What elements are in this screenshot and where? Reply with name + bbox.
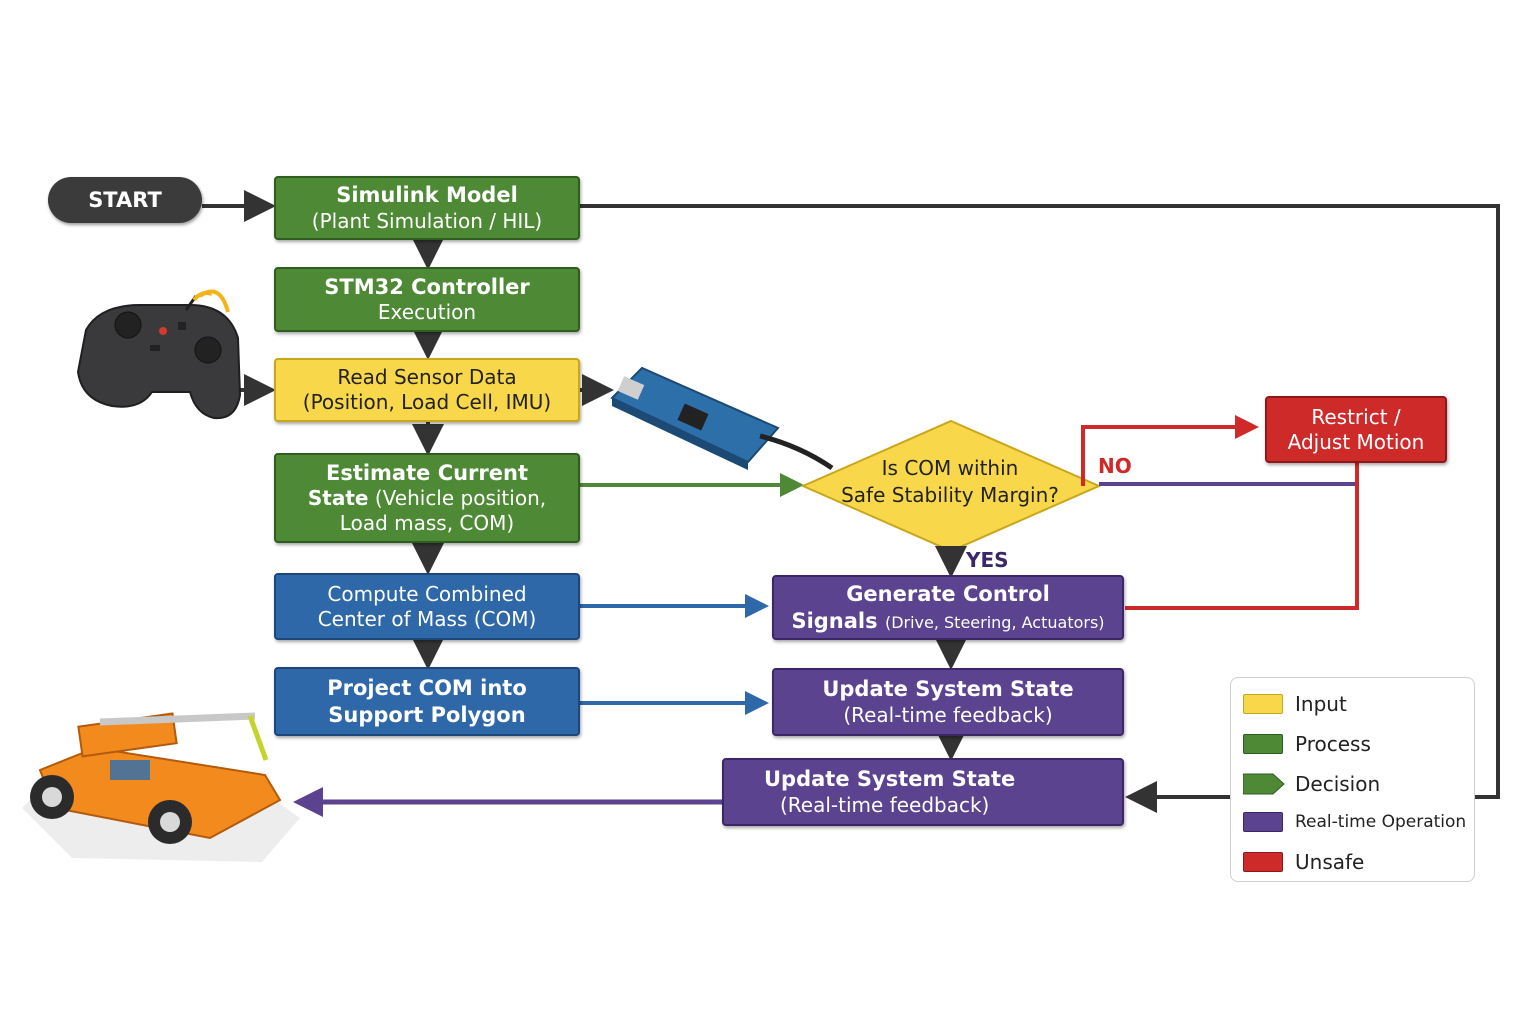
decision-line2: Safe Stability Margin? <box>841 483 1059 507</box>
update1-line2: (Real-time feedback) <box>843 702 1053 727</box>
legend: Input Process Decision Real-time Operati… <box>1230 677 1475 882</box>
generate-line2-rest: (Drive, Steering, Actuators) <box>884 612 1105 632</box>
update-state-node-2: Update System State (Real-time feedback) <box>722 758 1124 826</box>
estimate-line3: Load mass, COM) <box>339 511 515 536</box>
estimate-line1: Estimate Current <box>325 460 529 485</box>
robot-vehicle-illustration <box>22 712 300 862</box>
estimate-line2-rest: (Vehicle position, <box>374 486 547 511</box>
estimate-line2-bold: State <box>307 486 369 511</box>
estimate-state-node: Estimate Current State (Vehicle position… <box>274 453 580 543</box>
legend-swatch-input <box>1243 694 1283 714</box>
project-line1: Project COM into <box>327 676 527 701</box>
legend-item-process: Process <box>1243 732 1371 756</box>
legend-item-unsafe: Unsafe <box>1243 850 1364 874</box>
yes-label: YES <box>966 548 1009 572</box>
update-state-node-1: Update System State (Real-time feedback) <box>772 668 1124 736</box>
no-label: NO <box>1098 454 1132 478</box>
project-com-node: Project COM into Support Polygon <box>274 667 580 736</box>
generate-signals-node: Generate Control Signals (Drive, Steerin… <box>772 575 1124 640</box>
legend-label-decision: Decision <box>1295 772 1381 796</box>
start-label: START <box>88 188 162 212</box>
read-sensor-line2: (Position, Load Cell, IMU) <box>302 390 552 414</box>
legend-item-decision: Decision <box>1243 772 1380 796</box>
arrow-no-restrict <box>1081 415 1259 486</box>
legend-label-input: Input <box>1295 692 1347 716</box>
decision-line1: Is COM within <box>881 456 1019 480</box>
compute-line2: Center of Mass (COM) <box>317 606 537 631</box>
start-node: START <box>48 177 202 223</box>
generate-line2-bold: Signals <box>791 608 878 633</box>
legend-label-unsafe: Unsafe <box>1295 850 1365 874</box>
update1-line1: Update System State <box>822 677 1074 702</box>
compute-line1: Compute Combined <box>327 581 527 606</box>
generate-line1: Generate Control <box>846 582 1050 607</box>
read-sensor-node: Read Sensor Data (Position, Load Cell, I… <box>274 358 580 422</box>
stm32-line2: Execution <box>377 300 477 325</box>
legend-label-process: Process <box>1295 732 1371 756</box>
legend-item-realtime: Real-time Operation <box>1243 812 1466 832</box>
legend-swatch-process <box>1243 734 1283 754</box>
read-sensor-line1: Read Sensor Data <box>337 365 517 389</box>
legend-item-input: Input <box>1243 692 1347 716</box>
stm32-controller-node: STM32 Controller Execution <box>274 267 580 332</box>
simulink-subtitle: (Plant Simulation / HIL) <box>311 208 543 233</box>
legend-swatch-unsafe <box>1243 852 1283 872</box>
update2-line2: (Real-time feedback) <box>780 792 990 817</box>
gamepad-illustration <box>76 289 242 420</box>
microcontroller-illustration <box>610 366 834 471</box>
legend-label-realtime: Real-time Operation <box>1295 812 1467 832</box>
legend-swatch-decision <box>1243 773 1285 795</box>
restrict-motion-node: Restrict / Adjust Motion <box>1265 396 1447 463</box>
stm32-line1: STM32 Controller <box>324 274 530 299</box>
legend-swatch-realtime <box>1243 812 1283 832</box>
decision-label: Is COM within Safe Stability Margin? <box>820 455 1080 509</box>
simulink-model-node: Simulink Model (Plant Simulation / HIL) <box>274 176 580 240</box>
line-restrict-generate <box>1125 463 1359 610</box>
project-line2: Support Polygon <box>328 702 526 727</box>
update2-line1: Update System State <box>764 767 1016 792</box>
simulink-title: Simulink Model <box>336 183 518 208</box>
restrict-line2: Adjust Motion <box>1287 429 1425 454</box>
compute-com-node: Compute Combined Center of Mass (COM) <box>274 573 580 640</box>
restrict-line1: Restrict / <box>1311 404 1401 429</box>
